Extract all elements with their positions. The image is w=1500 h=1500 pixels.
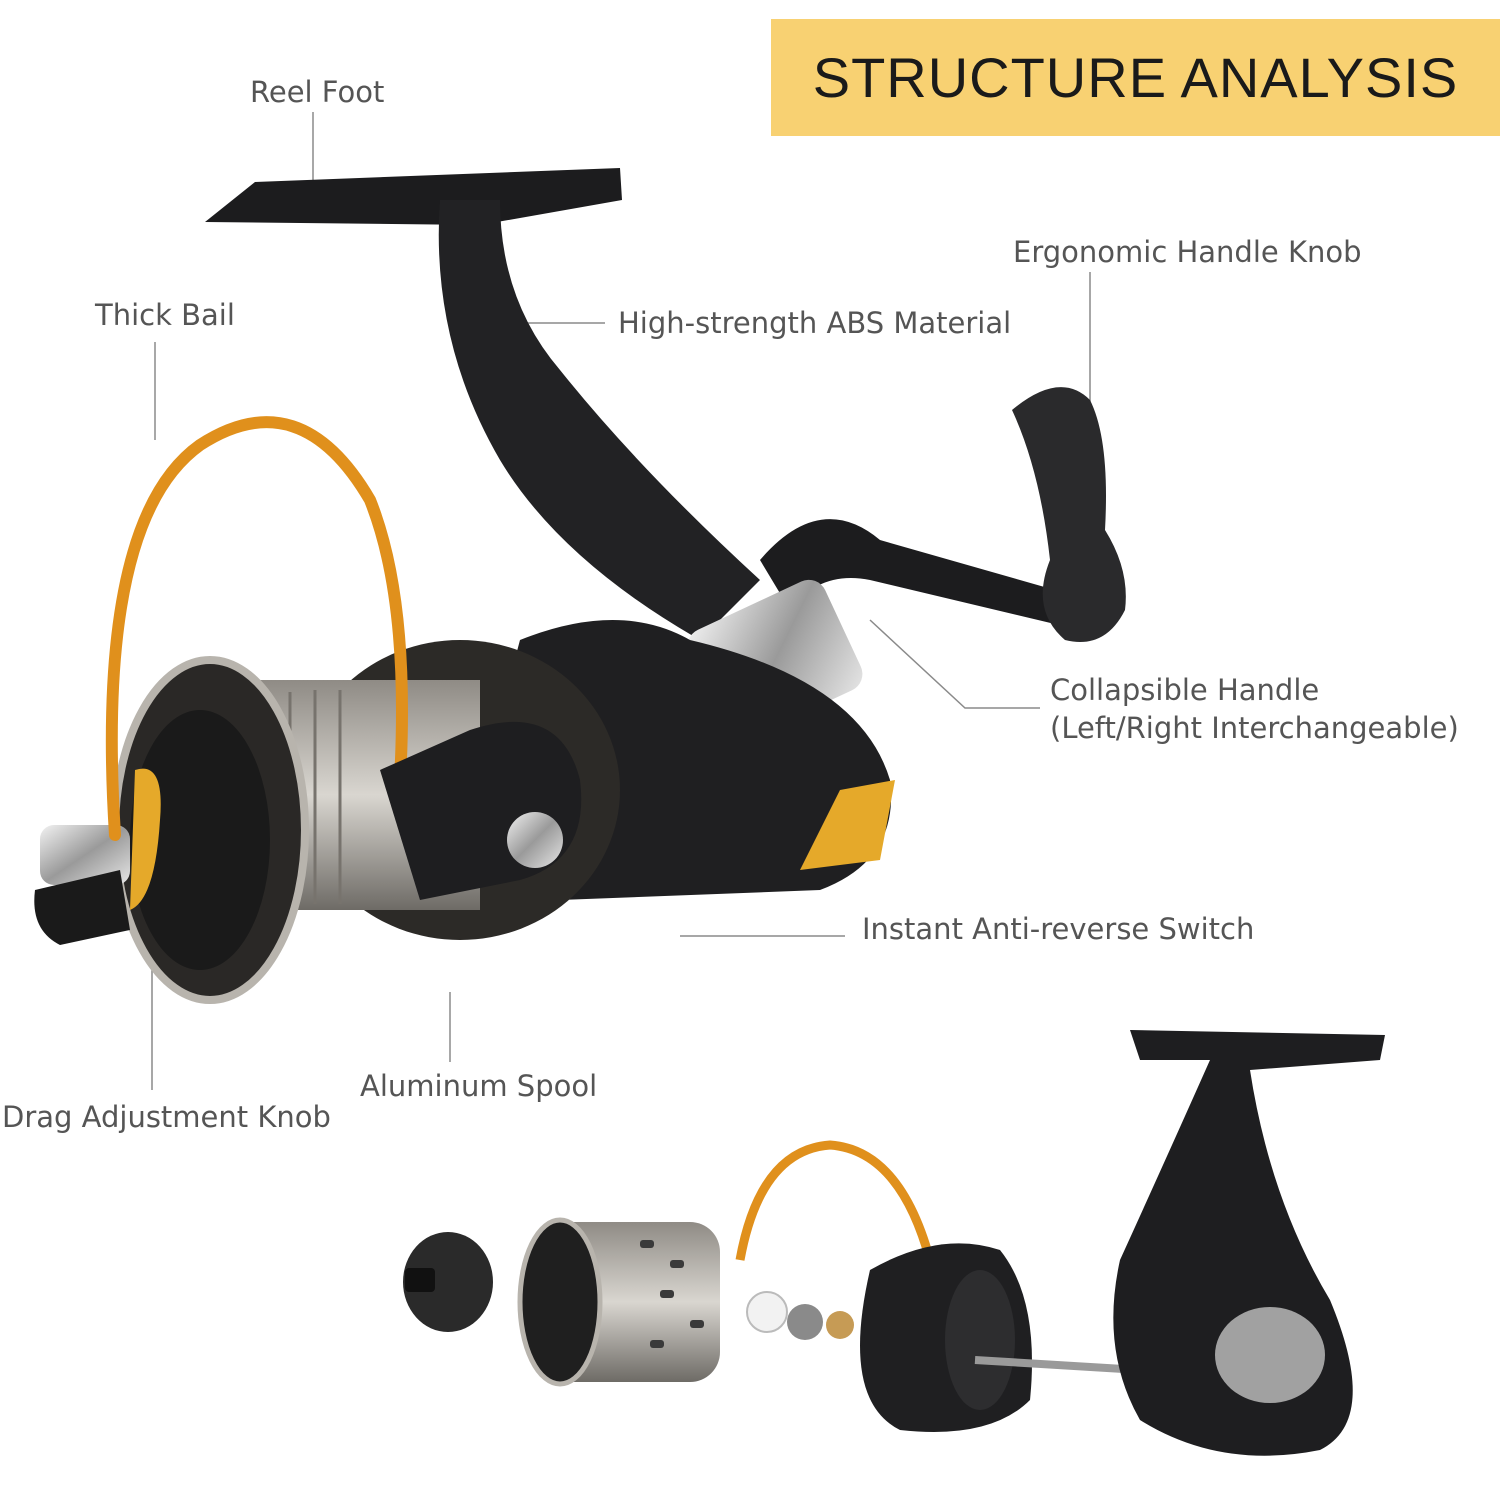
page-title: STRUCTURE ANALYSIS xyxy=(812,46,1459,109)
bail-wire-shape xyxy=(105,416,408,841)
label-collapsible-handle: Collapsible Handle (Left/Right Interchan… xyxy=(1050,672,1459,747)
handle-arm-shape xyxy=(760,519,1090,630)
exploded-washer xyxy=(746,1291,788,1333)
exploded-drag-knob xyxy=(403,1232,493,1332)
bail-arm-end xyxy=(34,870,130,945)
reel-foot-shape xyxy=(205,168,622,225)
rotor-screw xyxy=(507,812,563,868)
label-abs-material: High-strength ABS Material xyxy=(618,306,1012,340)
label-reel-foot: Reel Foot xyxy=(250,75,385,109)
body-gold-trim xyxy=(800,780,895,870)
line-roller-shape xyxy=(40,825,130,885)
label-ergonomic-handle-knob: Ergonomic Handle Knob xyxy=(1013,235,1362,269)
exploded-gear xyxy=(787,1304,823,1340)
exploded-shaft xyxy=(974,1356,1141,1374)
drag-knob-gold xyxy=(130,768,161,910)
label-thick-bail: Thick Bail xyxy=(95,298,235,332)
drag-knob-shape xyxy=(130,710,270,970)
label-collapsible-handle-line2: (Left/Right Interchangeable) xyxy=(1050,710,1459,745)
exploded-bushing xyxy=(826,1311,854,1339)
reel-stem-shape xyxy=(438,200,760,640)
label-aluminum-spool: Aluminum Spool xyxy=(360,1069,598,1103)
label-anti-reverse-switch: Instant Anti-reverse Switch xyxy=(862,912,1255,946)
handle-knob-shape xyxy=(1012,387,1126,642)
title-banner: STRUCTURE ANALYSIS xyxy=(771,19,1500,136)
label-drag-knob: Drag Adjustment Knob xyxy=(2,1100,331,1134)
exploded-view xyxy=(403,1030,1385,1456)
exploded-bail xyxy=(735,1140,935,1262)
label-collapsible-handle-line1: Collapsible Handle xyxy=(1050,673,1320,707)
leader-lines xyxy=(151,112,1091,1090)
